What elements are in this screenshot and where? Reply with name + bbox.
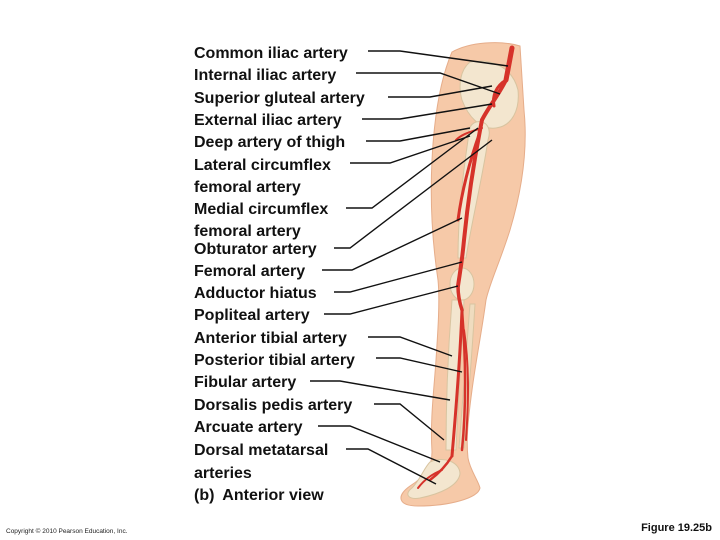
label-internal-iliac: Internal iliac artery [194,67,336,84]
leader-femoral [322,217,463,271]
anterior-tibial-artery-vessel [450,308,464,458]
label-anterior-tibial: Anterior tibial artery [194,330,347,347]
leader-dorsalis-pedis [374,403,445,441]
view-caption-part: (b) [194,487,214,504]
leader-medial-circumflex [346,127,479,209]
label-dorsalis-pedis: Dorsalis pedis artery [194,397,352,414]
leader-common-iliac [368,50,509,67]
leader-deep-artery [366,127,471,142]
label-lateral-circumflex: Lateral circumflex [194,157,331,174]
external-iliac-artery-vessel [480,78,508,122]
leader-anterior-tibial [368,336,453,357]
leader-superior-gluteal [388,85,493,98]
label-posterior-tibial: Posterior tibial artery [194,352,355,369]
view-caption-text: Anterior view [222,487,324,504]
label-external-iliac: External iliac artery [194,112,342,129]
circumflex-artery-vessel [455,127,483,141]
label-obturator: Obturator artery [194,241,317,258]
figure-number: Figure 19.25b [641,522,712,534]
leader-lateral-circumflex [350,135,471,164]
label-group: Common iliac artery Internal iliac arter… [194,45,365,504]
fibular-artery-vessel [463,329,469,441]
leader-arcuate [318,425,441,463]
label-arcuate: Arcuate artery [194,419,303,436]
artery-network [417,45,515,489]
label-popliteal: Popliteal artery [194,307,310,324]
label-fibular: Fibular artery [194,374,296,391]
copyright-notice: Copyright © 2010 Pearson Education, Inc. [6,528,128,535]
foot-bones [407,459,461,499]
label-dorsal-metatarsal-cont: arteries [194,465,252,482]
label-femoral: Femoral artery [194,263,305,280]
label-dorsal-metatarsal: Dorsal metatarsal [194,442,328,459]
leader-obturator [334,139,493,249]
view-caption: (b) Anterior view [194,487,324,504]
label-common-iliac: Common iliac artery [194,45,348,62]
label-lateral-circumflex-cont: femoral artery [194,179,301,196]
leader-popliteal [324,285,459,315]
label-deep-artery-of-thigh: Deep artery of thigh [194,134,345,151]
leader-lines [310,50,509,485]
leader-dorsal-metatarsal [346,448,437,485]
label-medial-circumflex: Medial circumflex [194,201,328,218]
label-medial-circumflex-cont: femoral artery [194,223,301,240]
leader-posterior-tibial [376,357,463,373]
leader-fibular [310,380,451,401]
leader-external-iliac [362,103,493,120]
label-adductor-hiatus: Adductor hiatus [194,285,317,302]
popliteal-artery-vessel [456,284,464,312]
arcuate-artery-vessel [417,469,443,489]
leader-adductor-hiatus [334,261,463,293]
leader-internal-iliac [356,72,501,95]
femoral-artery-vessel [456,118,484,288]
posterior-tibial-artery-vessel [460,308,467,452]
label-superior-gluteal: Superior gluteal artery [194,90,365,107]
deep-artery-of-thigh-vessel [456,130,482,222]
common-iliac-artery-vessel [503,45,515,83]
